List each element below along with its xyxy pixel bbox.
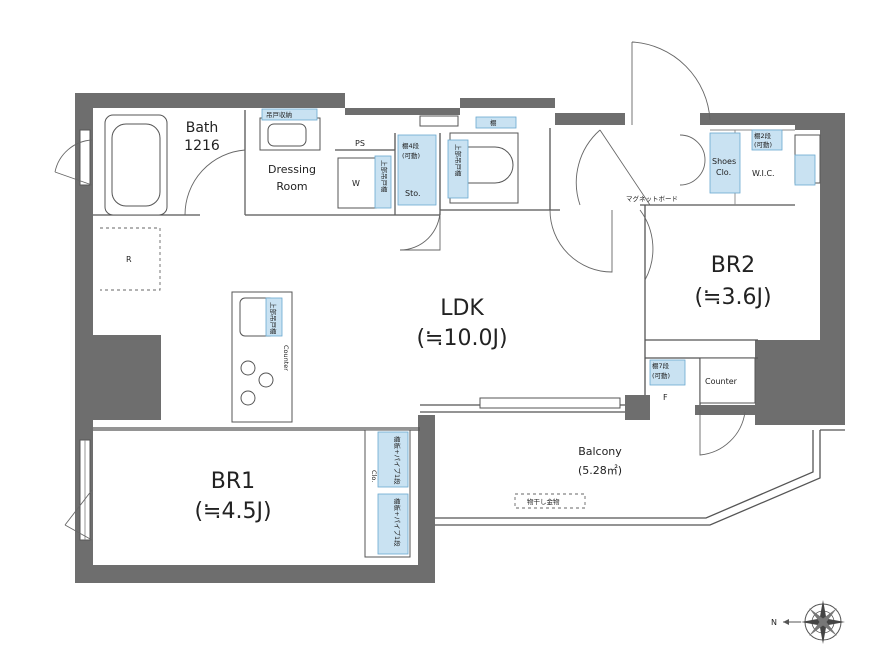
ps-label: PS: [355, 139, 365, 148]
fixture-labels: PS W Sto. 棚4段 (可動) 吊戸収納 棚 上部吊戸棚 上部吊戸棚 上部…: [126, 110, 775, 547]
bath-name: Bath: [186, 120, 219, 136]
dressing-room-line1: Dressing: [268, 163, 316, 176]
shoes-label-line2: Clo.: [716, 168, 731, 177]
storage-sto: [397, 134, 437, 206]
wic-shelf: [751, 129, 783, 151]
shelf7-movable-label: (可動): [652, 371, 670, 380]
wall-br1-right: [418, 415, 435, 583]
dressing-room-line2: Room: [276, 180, 307, 193]
room-labels: Bath 1216 Dressing Room LDK (≒10.0J) BR1…: [184, 120, 771, 524]
sto-label: Sto.: [405, 189, 421, 198]
fridge-label: R: [126, 255, 132, 264]
drying-hardware-label: 物干し金物: [527, 497, 560, 506]
shoes-label-line1: Shoes: [712, 157, 736, 166]
wall-right: [755, 113, 845, 425]
br1-size: (≒4.5J): [194, 499, 271, 524]
upper-cabinet-toilet-label: 上部吊戸棚: [454, 144, 463, 177]
entry-shelf: [649, 359, 686, 386]
f-label: F: [663, 393, 668, 402]
window-bath: [79, 129, 91, 186]
toilet: [464, 146, 514, 184]
shelf2-movable-label: (可動): [754, 140, 772, 149]
kitchen-counter-label: Counter: [282, 345, 290, 371]
balcony-size: (5.28㎡): [578, 464, 622, 477]
upper-cabinet-dressing-label: 上部吊戸棚: [380, 160, 389, 193]
storage-elements: [261, 108, 816, 555]
closet-shelf-1: [377, 431, 409, 488]
upper-cabinet-toilet: [447, 139, 469, 199]
bathtub-inner: [111, 123, 161, 207]
upper-cabinet-dressing: [374, 155, 392, 209]
shelf4-label: 棚4段: [402, 141, 420, 150]
wall-top-mid: [555, 113, 625, 125]
wall-corner-pillar: [625, 395, 650, 420]
wall-balcony-stub: [695, 405, 755, 415]
compass-icon: N: [771, 600, 845, 644]
compass-north-label: N: [771, 618, 777, 627]
windows: [79, 115, 821, 541]
towel-storage: [261, 108, 318, 121]
wall-top-left: [75, 93, 555, 115]
wall-bottom: [75, 565, 435, 583]
fridge-space: [100, 227, 161, 291]
towel-storage-label: 吊戸収納: [266, 110, 292, 119]
kitchen-upper-cabinet: [265, 297, 283, 337]
entry-counter: [699, 357, 756, 404]
wall-top-right: [700, 113, 795, 125]
burner-3: [240, 390, 256, 406]
window-ldk: [479, 397, 621, 409]
br1-closet-label: Clo.: [370, 470, 378, 482]
bath-size: 1216: [184, 138, 220, 154]
wall-pillar-left: [93, 335, 161, 420]
shelf2-label: 棚2段: [754, 131, 772, 140]
magnet-board-label: マグネットボード: [626, 194, 678, 203]
washbasin: [267, 123, 307, 147]
wic-label: W.I.C.: [752, 169, 775, 178]
closet-shelf-2: [377, 493, 409, 555]
shoes-closet: [709, 132, 741, 194]
w-label: W: [352, 179, 360, 188]
pipe-shelf-label-2: 棚板+パイプ1段: [393, 498, 402, 547]
burner-1: [240, 360, 256, 376]
ldk-name: LDK: [440, 296, 484, 321]
balcony-outline: [435, 429, 845, 526]
washing-machine: [337, 157, 377, 209]
toilet-shelf-label: 棚: [490, 118, 497, 127]
br2-name: BR2: [711, 253, 755, 278]
ldk-size: (≒10.0J): [416, 326, 507, 351]
br2-size: (≒3.6J): [694, 285, 771, 310]
shelf7-label: 棚7段: [652, 361, 670, 370]
right-shelf: [794, 154, 816, 186]
counter-label: Counter: [705, 377, 738, 386]
shelf4-movable-label: (可動): [402, 151, 420, 160]
balcony-name: Balcony: [578, 445, 622, 458]
pipe-shelf-label-1: 棚板+パイプ1段: [393, 436, 402, 485]
br1-name: BR1: [211, 469, 255, 494]
window-top-mid: [419, 115, 459, 127]
toilet-shelf: [475, 116, 517, 129]
kitchen-cabinet-label: 上部吊戸棚: [269, 302, 278, 335]
interior-walls: [93, 110, 795, 431]
doors: [54, 41, 746, 541]
burner-2: [258, 372, 274, 388]
